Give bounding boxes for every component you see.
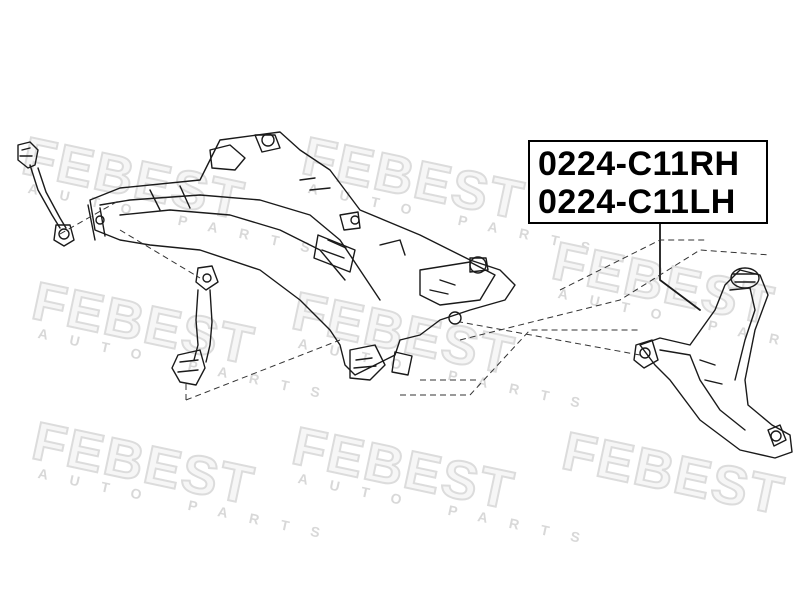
- part-number-lh: 0224-C11LH: [538, 183, 736, 221]
- part-number-box: 0224-C11RH 0224-C11LH: [528, 140, 768, 224]
- subframe: [87, 131, 516, 381]
- middle-link: [171, 265, 219, 386]
- alignment-lines: [59, 199, 771, 401]
- left-upper-link: [17, 141, 75, 247]
- lower-control-arm: [633, 267, 793, 459]
- leader-line: [659, 223, 701, 311]
- part-number-rh: 0224-C11RH: [538, 145, 740, 183]
